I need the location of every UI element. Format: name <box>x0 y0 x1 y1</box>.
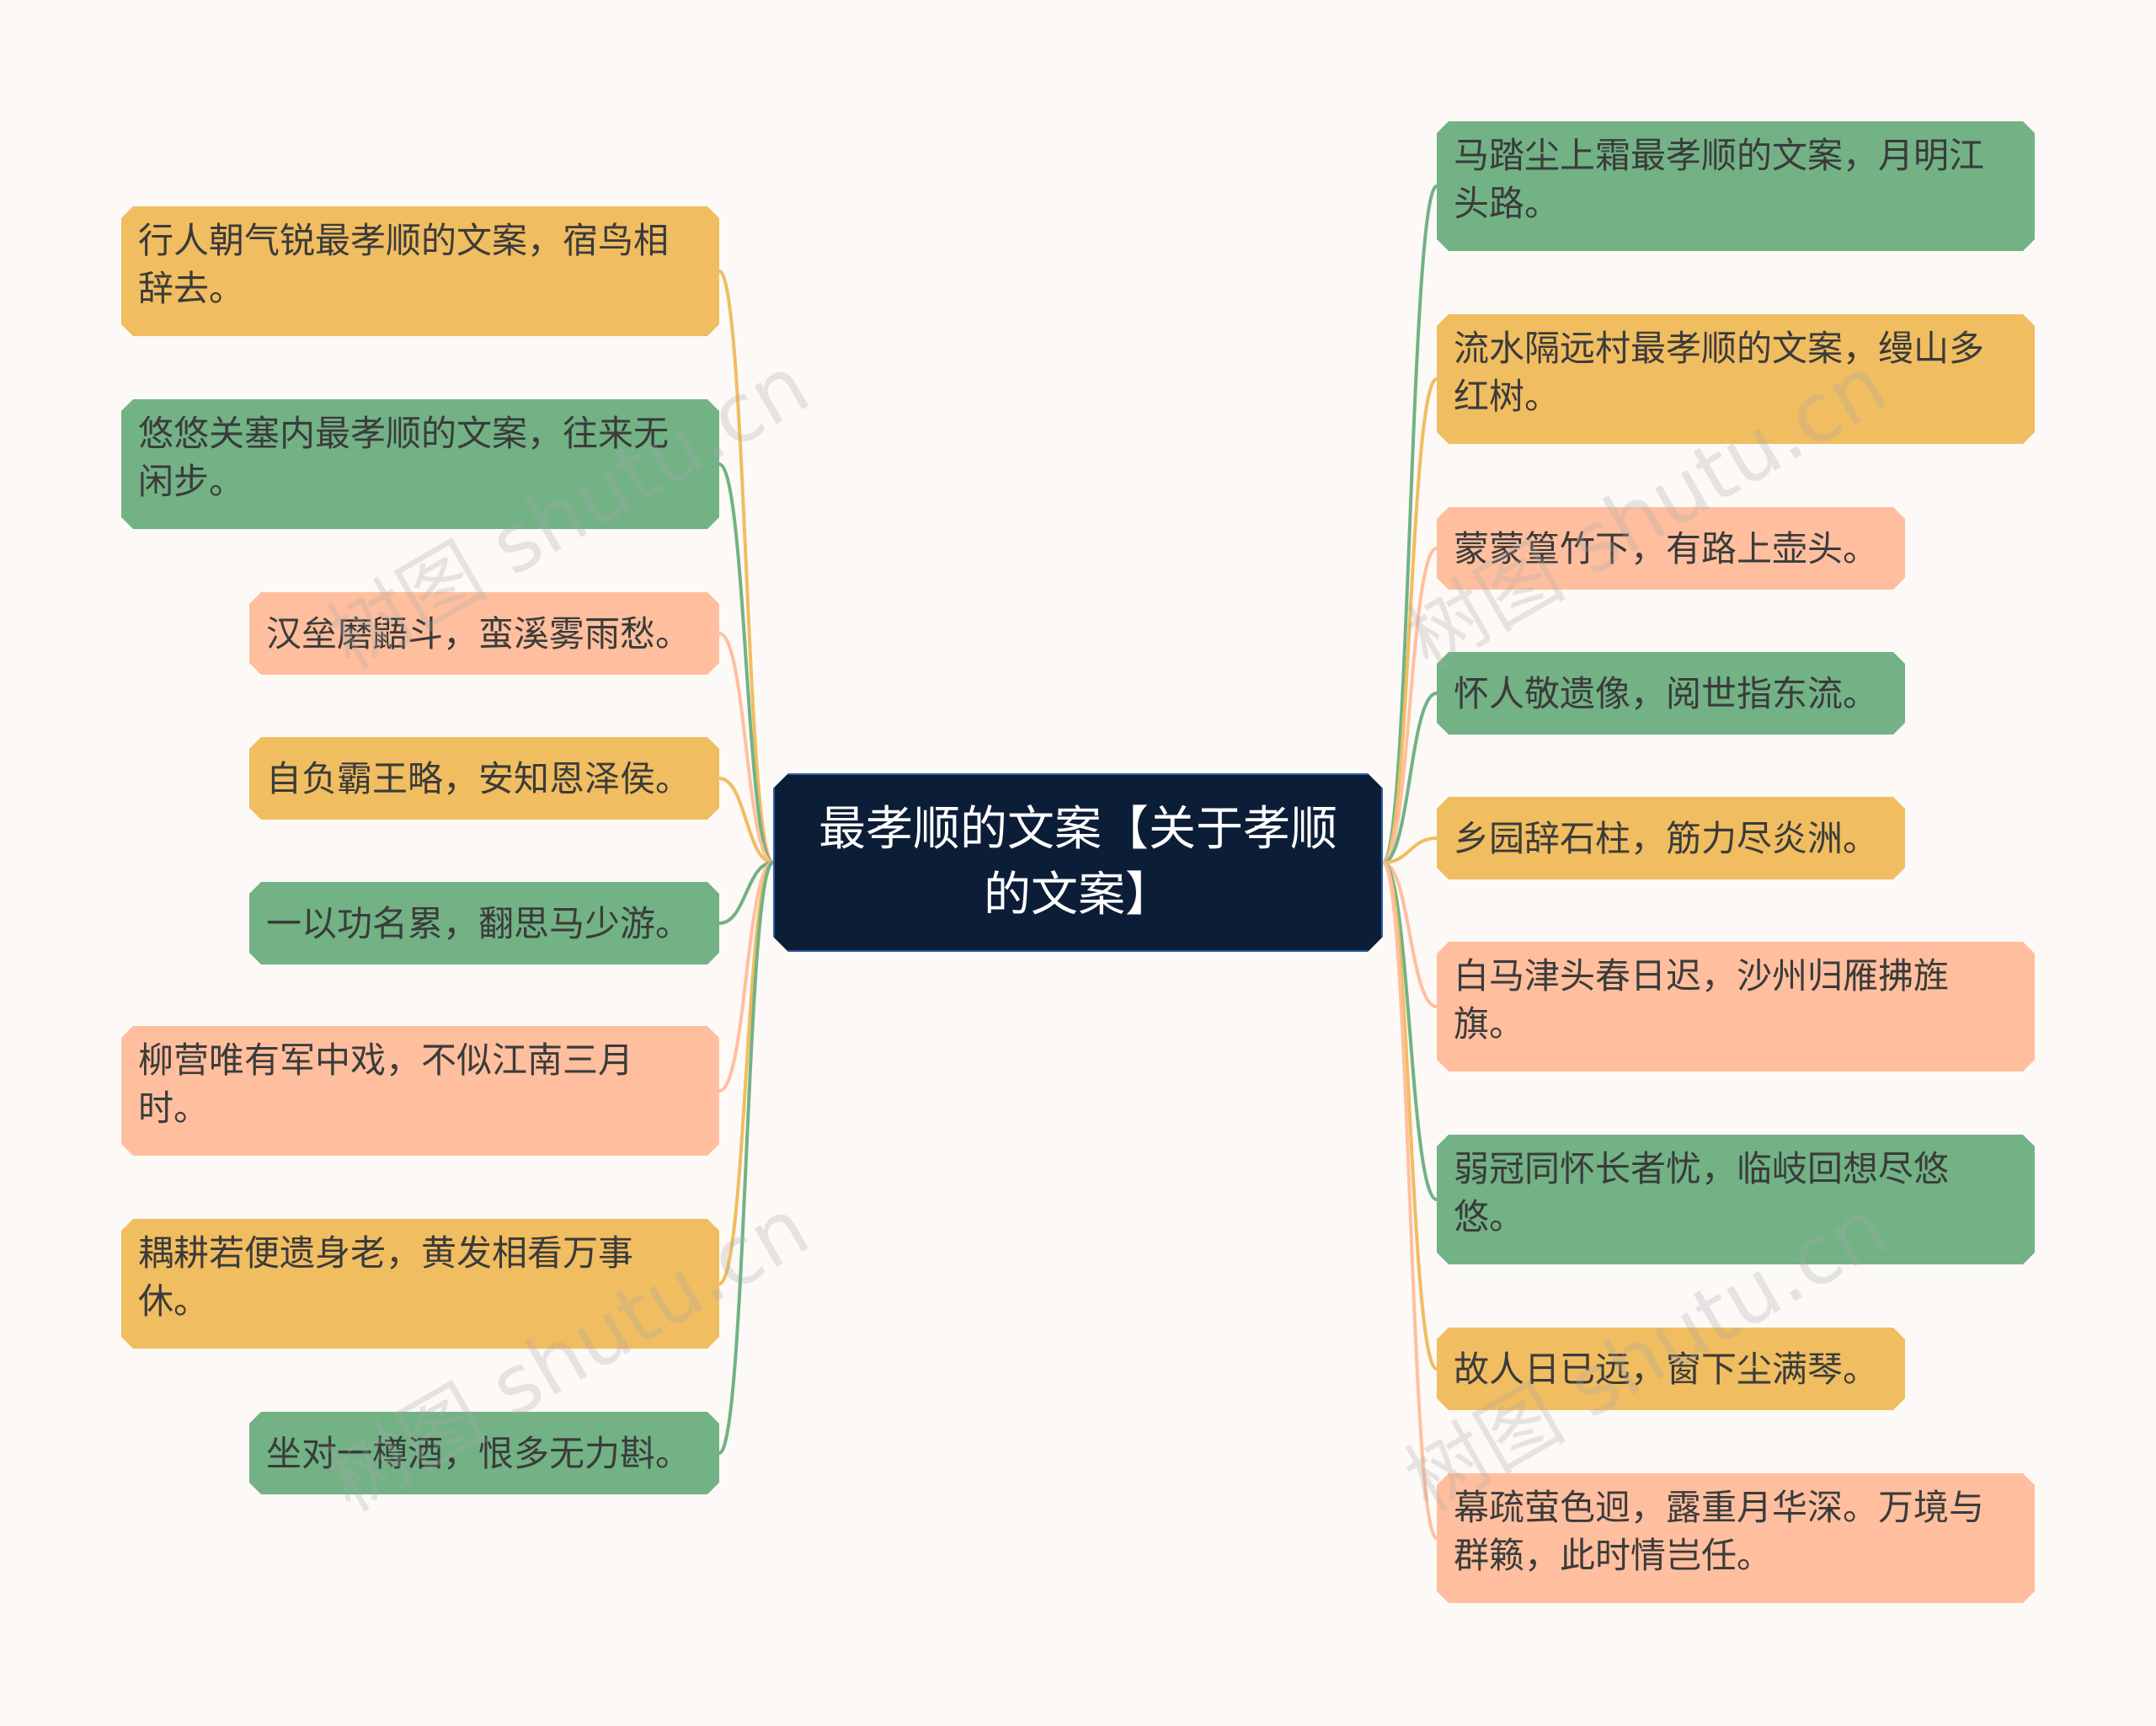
right-node-6-label: 白马津头春日迟，沙州归雁拂旌旗。 <box>1454 955 1950 1045</box>
left-node-1-label: 行人朝气锐最孝顺的文案，宿鸟相辞去。 <box>138 220 670 309</box>
right-node-1[interactable]: 马踏尘上霜最孝顺的文案，月明江头路。 <box>1437 121 2035 251</box>
right-node-7-label: 弱冠同怀长者忧，临岐回想尽悠悠。 <box>1454 1148 1950 1237</box>
left-node-3[interactable]: 汉垒磨鼯斗，蛮溪雾雨愁。 <box>249 592 719 675</box>
right-connector-9 <box>1381 861 1438 1540</box>
left-node-8[interactable]: 坐对一樽酒，恨多无力斟。 <box>249 1412 719 1494</box>
right-connector-7 <box>1382 861 1438 1201</box>
left-connector-5 <box>718 861 774 925</box>
right-node-4-label: 怀人敬遗像，阅世指东流。 <box>1454 672 1879 714</box>
left-connector-3 <box>718 632 774 864</box>
right-node-5[interactable]: 乡园辞石柱，筋力尽炎洲。 <box>1437 797 1905 879</box>
left-node-5-label: 一以功名累，翻思马少游。 <box>266 902 691 944</box>
right-connector-6 <box>1382 861 1438 1008</box>
right-connector-4 <box>1382 692 1438 864</box>
left-node-6-label: 柳营唯有军中戏，不似江南三月时。 <box>138 1039 634 1129</box>
left-node-2[interactable]: 悠悠关塞内最孝顺的文案，往来无闲步。 <box>121 399 719 529</box>
central-topic-label: 最孝顺的文案【关于孝顺的文案】 <box>819 802 1337 922</box>
left-node-4-label: 自负霸王略，安知恩泽侯。 <box>266 757 691 799</box>
right-node-6[interactable]: 白马津头春日迟，沙州归雁拂旌旗。 <box>1437 942 2035 1071</box>
right-connector-1 <box>1381 184 1438 864</box>
right-node-3[interactable]: 蒙蒙篁竹下，有路上壶头。 <box>1437 507 1905 590</box>
central-topic[interactable]: 最孝顺的文案【关于孝顺的文案】 <box>773 773 1383 952</box>
right-node-1-label: 马踏尘上霜最孝顺的文案，月明江头路。 <box>1454 135 1985 224</box>
left-node-6[interactable]: 柳营唯有军中戏，不似江南三月时。 <box>121 1026 719 1156</box>
left-connector-2 <box>718 462 774 864</box>
left-node-7-label: 耦耕若便遗身老，黄发相看万事休。 <box>138 1232 634 1322</box>
left-node-1[interactable]: 行人朝气锐最孝顺的文案，宿鸟相辞去。 <box>121 206 719 336</box>
right-node-9-label: 幕疏萤色迥，露重月华深。万境与群籁，此时情岂任。 <box>1454 1487 1985 1576</box>
left-connector-4 <box>718 777 774 864</box>
right-connector-3 <box>1382 547 1438 864</box>
left-node-4[interactable]: 自负霸王略，安知恩泽侯。 <box>249 737 719 820</box>
left-connector-7 <box>718 861 775 1285</box>
left-node-2-label: 悠悠关塞内最孝顺的文案，往来无闲步。 <box>138 413 670 502</box>
right-node-7[interactable]: 弱冠同怀长者忧，临岐回想尽悠悠。 <box>1437 1135 2035 1264</box>
right-connector-2 <box>1381 377 1438 864</box>
right-node-8-label: 故人日已远，窗下尘满琴。 <box>1454 1348 1879 1390</box>
right-node-2[interactable]: 流水隔远村最孝顺的文案，缦山多红树。 <box>1437 314 2035 444</box>
right-node-3-label: 蒙蒙篁竹下，有路上壶头。 <box>1454 527 1879 569</box>
left-node-3-label: 汉垒磨鼯斗，蛮溪雾雨愁。 <box>266 612 691 655</box>
right-node-2-label: 流水隔远村最孝顺的文案，缦山多红树。 <box>1454 328 1985 417</box>
left-node-5[interactable]: 一以功名累，翻思马少游。 <box>249 882 719 965</box>
left-connector-1 <box>718 270 775 864</box>
left-node-7[interactable]: 耦耕若便遗身老，黄发相看万事休。 <box>121 1219 719 1349</box>
left-node-8-label: 坐对一樽酒，恨多无力斟。 <box>266 1432 691 1474</box>
left-connector-8 <box>718 861 775 1455</box>
left-connector-6 <box>718 861 774 1093</box>
right-node-4[interactable]: 怀人敬遗像，阅世指东流。 <box>1437 652 1905 735</box>
right-node-9[interactable]: 幕疏萤色迥，露重月华深。万境与群籁，此时情岂任。 <box>1437 1473 2035 1603</box>
right-connector-5 <box>1382 836 1438 864</box>
right-node-8[interactable]: 故人日已远，窗下尘满琴。 <box>1437 1328 1905 1410</box>
right-node-5-label: 乡园辞石柱，筋力尽炎洲。 <box>1454 817 1879 859</box>
